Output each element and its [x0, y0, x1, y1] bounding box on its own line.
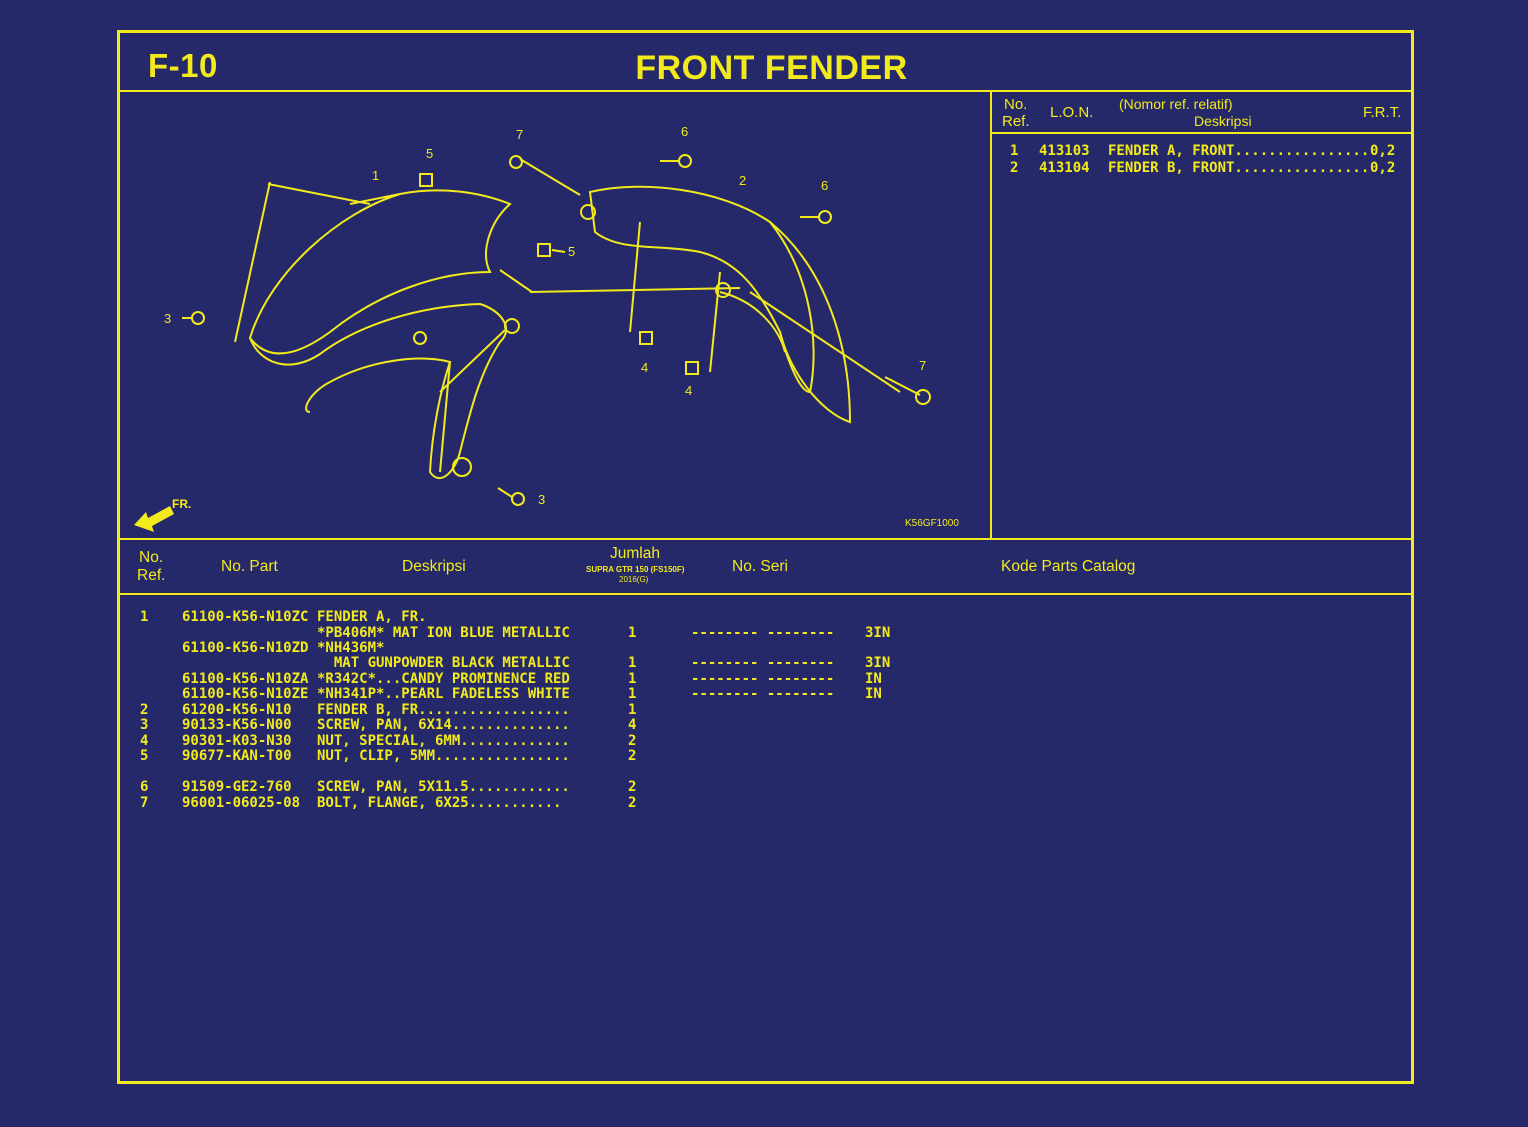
mount-boss-icon: [452, 457, 472, 477]
parts-header-model: SUPRA GTR 150 (FS150F): [586, 565, 685, 574]
screw-3-left-icon: [191, 311, 205, 325]
fender-a-body: [249, 302, 507, 480]
figure-code: K56GF1000: [905, 518, 959, 529]
parts-header-ref: Ref.: [137, 567, 166, 584]
table-row: 5 90677-KAN-T00 NUT, CLIP, 5MM..........…: [140, 748, 637, 764]
bolt-7-icon: [509, 155, 523, 169]
fr-label: FR.: [172, 497, 191, 511]
table-row: *PB406M* MAT ION BLUE METALLIC 1 -------…: [317, 625, 891, 641]
table-row: 4 90301-K03-N30 NUT, SPECIAL, 6MM.......…: [140, 733, 637, 749]
callout-2: 2: [739, 173, 746, 188]
lon-row: 2 413104 FENDER B, FRONT................…: [1010, 160, 1396, 176]
callout-6-top: 6: [681, 124, 688, 139]
table-row: 2 61200-K56-N10 FENDER B, FR............…: [140, 702, 637, 718]
parts-header-jumlah: Jumlah: [610, 545, 660, 562]
lon-header-no: No.: [1004, 96, 1028, 113]
table-row: 1 61100-K56-N10ZC FENDER A, FR.: [140, 609, 427, 625]
nut-5-top-icon: [419, 173, 433, 187]
fender-a-outline: [248, 189, 512, 355]
lon-header-deskripsi: Deskripsi: [1194, 113, 1252, 129]
callout-7-right: 7: [919, 358, 926, 373]
title-row: F-10 FRONT FENDER: [120, 33, 1411, 92]
table-row: 61100-K56-N10ZA *R342C*...CANDY PROMINEN…: [182, 671, 882, 687]
lon-table-header: No. Ref. L.O.N. (Nomor ref. relatif) Des…: [992, 92, 1411, 134]
nut-clip-5-icon: [413, 331, 427, 345]
fender-illustration: FR. K56GF1000 1 2 3 3 4 4 5 5 6 6 7 7: [134, 124, 959, 532]
nut-5-mid-icon: [537, 243, 551, 257]
nut-4-left-icon: [639, 331, 653, 345]
callout-3-bottom: 3: [538, 492, 545, 507]
page-title: FRONT FENDER: [635, 49, 908, 87]
parts-header-part: No. Part: [221, 558, 278, 575]
callout-6-right: 6: [821, 178, 828, 193]
section-code: F-10: [148, 47, 218, 84]
screw-3-bottom-icon: [511, 492, 525, 506]
front-direction-arrow: [134, 506, 174, 532]
parts-table-header: No. Ref. No. Part Deskripsi Jumlah SUPRA…: [120, 538, 1411, 595]
lon-header-lon: L.O.N.: [1050, 104, 1094, 121]
callout-5-top: 5: [426, 146, 433, 161]
fender-b-outline: [588, 185, 852, 424]
lon-header-ref: Ref.: [1002, 113, 1030, 130]
bolt-7-right-icon: [915, 389, 931, 405]
screw-6-icon: [678, 154, 692, 168]
parts-header-seri: No. Seri: [732, 558, 788, 575]
parts-header-desc: Deskripsi: [402, 558, 466, 575]
nut-4-right-icon: [685, 361, 699, 375]
parts-header-catalog: Kode Parts Catalog: [1001, 558, 1136, 575]
table-row: 61100-K56-N10ZE *NH341P*..PEARL FADELESS…: [182, 686, 882, 702]
labor-operation-table: No. Ref. L.O.N. (Nomor ref. relatif) Des…: [992, 92, 1411, 538]
catalog-frame: F-10 FRONT FENDER: [117, 30, 1414, 1084]
table-row: 3 90133-K56-N00 SCREW, PAN, 6X14........…: [140, 717, 637, 733]
lon-header-nomor: (Nomor ref. relatif): [1119, 96, 1233, 112]
callout-4-right: 4: [685, 383, 692, 398]
screw-6-right-icon: [818, 210, 832, 224]
callout-4-left: 4: [641, 360, 648, 375]
table-row: 7 96001-06025-08 BOLT, FLANGE, 6X25.....…: [140, 795, 637, 811]
bolt-7-right-shaft: [884, 376, 921, 396]
exploded-diagram: FR. K56GF1000 1 2 3 3 4 4 5 5 6 6 7 7: [120, 92, 992, 538]
bolt-7-shaft: [519, 158, 581, 196]
screw-3-icon: [504, 318, 520, 334]
callout-1: 1: [372, 168, 379, 183]
callout-5-mid: 5: [568, 244, 575, 259]
table-row: 61100-K56-N10ZD *NH436M*: [182, 640, 385, 656]
lon-row: 1 413103 FENDER A, FRONT................…: [1010, 143, 1396, 159]
table-row: MAT GUNPOWDER BLACK METALLIC 1 -------- …: [317, 655, 891, 671]
callout-7-top: 7: [516, 127, 523, 142]
parts-header-year: 2016(G): [619, 575, 649, 584]
lon-header-frt: F.R.T.: [1363, 104, 1402, 121]
table-row: 6 91509-GE2-760 SCREW, PAN, 5X11.5......…: [140, 779, 637, 795]
callout-3-left: 3: [164, 311, 171, 326]
parts-header-no: No.: [139, 549, 164, 566]
